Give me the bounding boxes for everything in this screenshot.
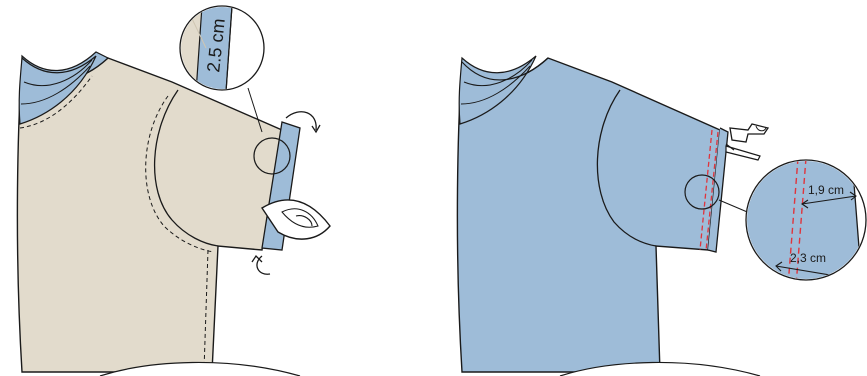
needle-icon bbox=[726, 144, 760, 160]
outer-stitch-label: 2,3 cm bbox=[790, 251, 826, 265]
right-garment bbox=[457, 56, 760, 376]
right-magnifier: 1,9 cm 2,3 cm bbox=[746, 158, 866, 286]
inner-stitch-label: 1,9 cm bbox=[808, 183, 844, 197]
left-garment bbox=[17, 52, 300, 376]
left-magnifier: 2.5 cm bbox=[180, 6, 264, 92]
sewing-foot-icon bbox=[730, 124, 768, 142]
